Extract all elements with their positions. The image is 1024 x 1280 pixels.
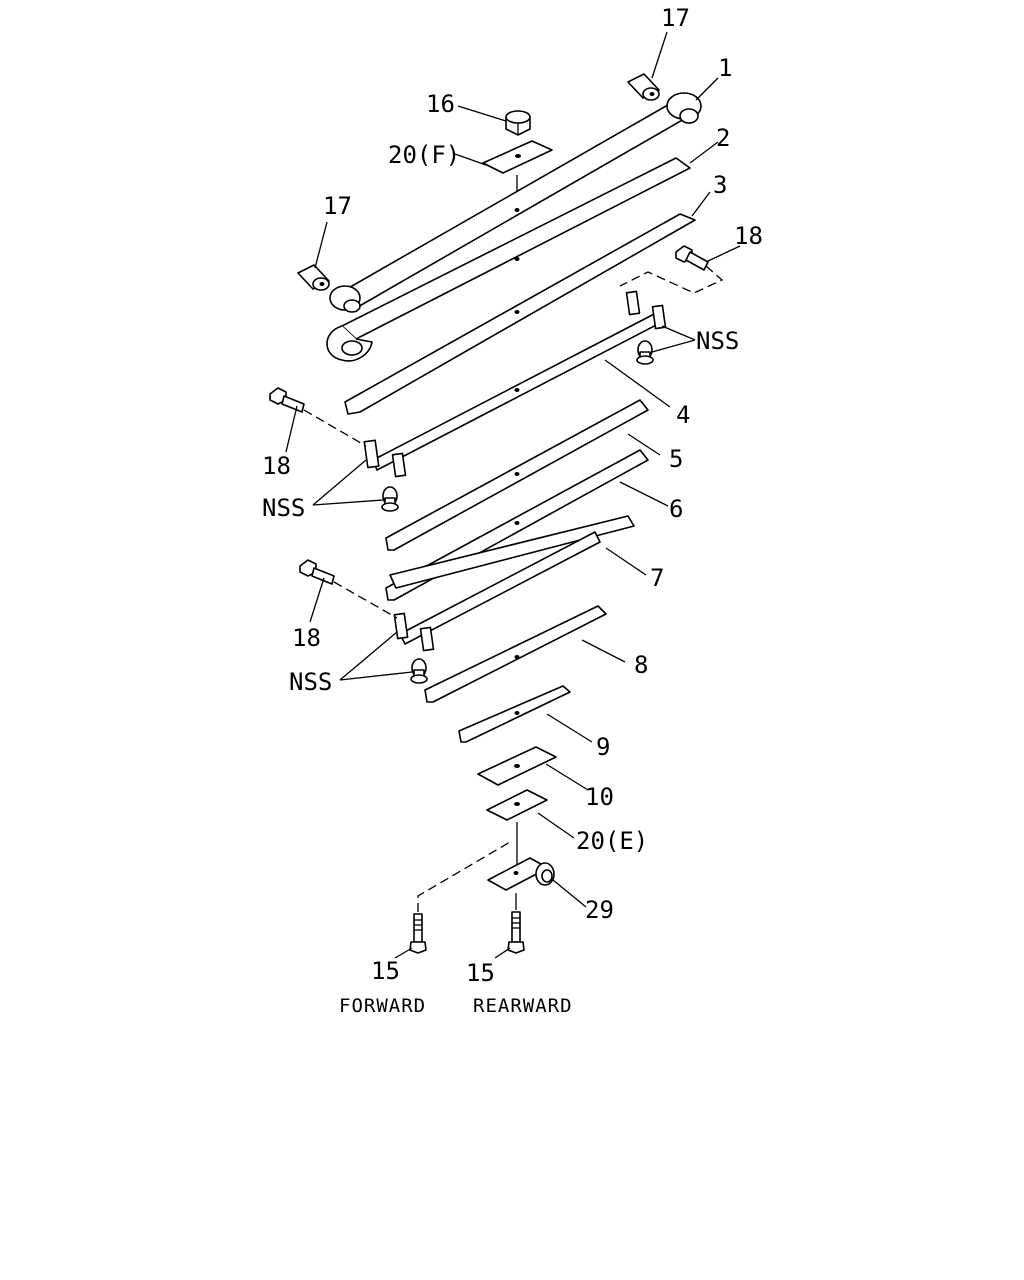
leaf-1 [329,92,702,313]
bracket-29 [487,857,555,891]
nut-16 [505,110,531,136]
callout-20e: 20(E) [576,827,648,855]
leaf-5 [385,399,649,551]
callout-15-forward: 15 [371,957,400,985]
leaf-2 [326,157,691,362]
plate-10 [477,746,557,786]
callout-20f: 20(F) [388,141,460,169]
rivet-nss-lower [410,658,428,684]
leaf-9 [458,685,571,743]
bushing-17-lower [297,264,330,291]
callout-3: 3 [713,171,727,199]
rivet-nss-middle [381,486,399,512]
callout-18-lower-left: 18 [292,624,321,652]
callout-7: 7 [650,564,664,592]
callout-nss-middle: NSS [262,494,305,522]
leaf-8 [424,605,607,703]
bolt-15-forward [409,841,511,954]
callout-9: 9 [596,733,610,761]
callout-nss-upper: NSS [696,327,739,355]
bolt-15-rearward [507,893,525,954]
caption-forward: FORWARD [339,995,426,1017]
rivet-nss-upper [636,340,654,365]
leaf-3 [344,213,696,415]
callout-8: 8 [634,651,648,679]
caption-rearward: REARWARD [473,995,573,1017]
callout-4: 4 [676,401,690,429]
callout-2: 2 [716,124,730,152]
callout-1: 1 [718,54,732,82]
callout-17-lower: 17 [323,192,352,220]
callout-18-upper-left: 18 [262,452,291,480]
callout-17-upper: 17 [661,4,690,32]
callout-16: 16 [426,90,455,118]
callout-nss-lower: NSS [289,668,332,696]
clip-lower [393,531,601,652]
bolt-18-upper-left [269,387,367,447]
callout-10: 10 [585,783,614,811]
bushing-17-upper [627,73,660,101]
callout-6: 6 [669,495,683,523]
callout-15-rearward: 15 [466,959,495,987]
bolt-18-right [619,245,724,294]
callout-29: 29 [585,896,614,924]
leader-lines [285,31,741,959]
callout-18-right: 18 [734,222,763,250]
clip-4 [363,290,667,478]
bolt-18-lower-left [299,559,398,619]
plate-20e [486,789,548,870]
callout-5: 5 [669,445,683,473]
